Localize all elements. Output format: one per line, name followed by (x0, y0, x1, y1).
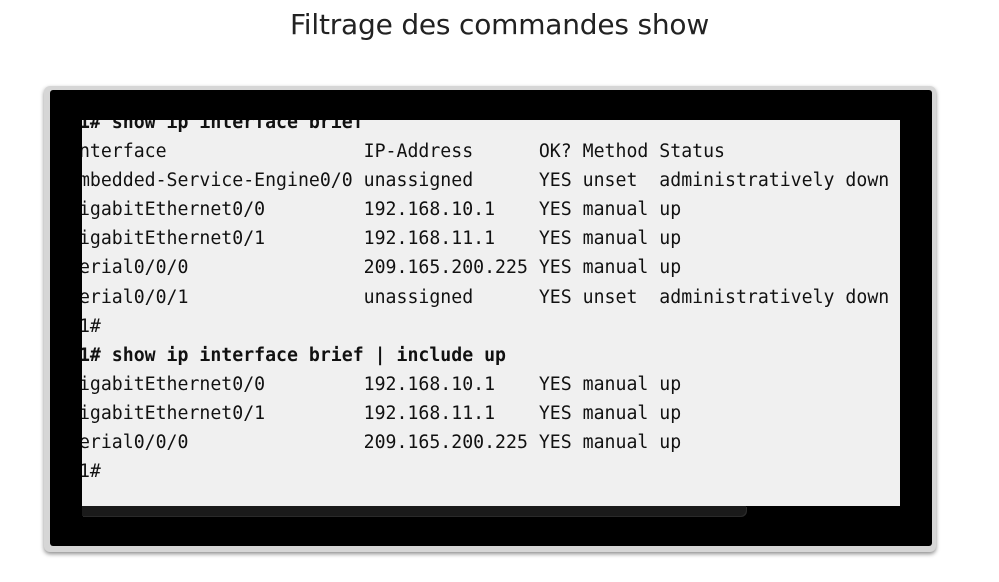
page-title: Filtrage des commandes show (289, 8, 710, 41)
terminal-output-line: R1# (82, 315, 101, 337)
terminal-output-line: GigabitEthernet0/0 192.168.10.1 YES manu… (82, 373, 682, 395)
terminal-output-line: Serial0/0/0 209.165.200.225 YES manual u… (82, 432, 682, 454)
terminal-bottom-shadow (82, 506, 746, 516)
terminal-output-line: Embedded-Service-Engine0/0 unassigned YE… (82, 170, 890, 192)
terminal-output-line: R1# (82, 461, 101, 483)
terminal-output-line: Serial0/0/1 unassigned YES unset adminis… (82, 286, 890, 308)
terminal-output-line: Interface IP-Address OK? Method Status (82, 141, 725, 163)
terminal-output-line: GigabitEthernet0/1 192.168.11.1 YES manu… (82, 228, 682, 250)
terminal-output-line: Serial0/0/0 209.165.200.225 YES manual u… (82, 257, 682, 279)
terminal-output-line: GigabitEthernet0/1 192.168.11.1 YES manu… (82, 402, 682, 424)
terminal-command-line: R1# show ip interface brief | include up (82, 344, 506, 366)
terminal-output-line: GigabitEthernet0/0 192.168.10.1 YES manu… (82, 199, 682, 221)
terminal-command-line: R1# show ip interface brief (82, 120, 364, 133)
